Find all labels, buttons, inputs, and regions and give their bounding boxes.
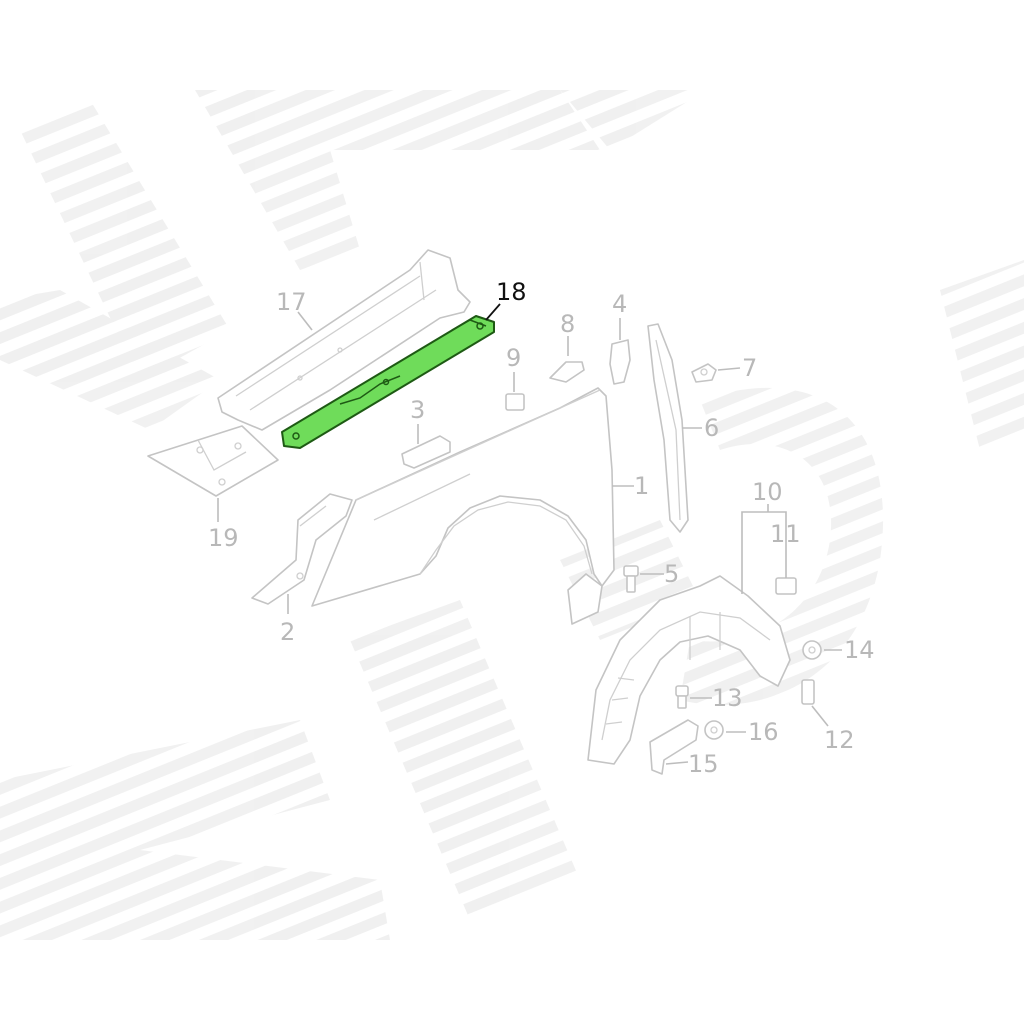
part-7-drawing[interactable]	[691, 363, 717, 383]
label-15[interactable]: 15	[688, 750, 719, 778]
part-8-drawing[interactable]	[549, 361, 585, 383]
part-1-drawing[interactable]	[311, 387, 615, 625]
watermark	[0, 90, 1024, 940]
part-18-drawing[interactable]	[281, 315, 495, 449]
label-19[interactable]: 19	[208, 524, 239, 552]
label-13[interactable]: 13	[712, 684, 743, 712]
label-5[interactable]: 5	[664, 560, 679, 588]
part-13-drawing[interactable]	[675, 685, 689, 709]
leader-15	[665, 761, 689, 765]
label-4[interactable]: 4	[612, 290, 627, 318]
part-2-drawing[interactable]	[251, 493, 353, 605]
label-6[interactable]: 6	[704, 414, 719, 442]
part-4-drawing[interactable]	[609, 339, 631, 385]
label-7[interactable]: 7	[742, 354, 757, 382]
part-3-drawing[interactable]	[401, 435, 451, 469]
label-17[interactable]: 17	[276, 288, 307, 316]
part-14-drawing[interactable]	[802, 640, 822, 660]
part-16-drawing[interactable]	[704, 720, 724, 740]
leader-12	[811, 705, 829, 727]
label-9[interactable]: 9	[506, 344, 521, 372]
label-14[interactable]: 14	[844, 636, 875, 664]
part-5-drawing[interactable]	[623, 565, 639, 593]
part-11-drawing[interactable]	[775, 577, 797, 595]
part-9-drawing[interactable]	[505, 393, 525, 411]
label-3[interactable]: 3	[410, 396, 425, 424]
part-15-drawing[interactable]	[649, 719, 699, 775]
part-17-drawing[interactable]	[217, 249, 471, 431]
leader-lines	[217, 303, 842, 765]
callout-labels: 17 18 19 2 3 1 8 9 4 6 7 5 10 11 14 12 1…	[208, 278, 875, 778]
label-8[interactable]: 8	[560, 310, 575, 338]
part-19-drawing[interactable]	[147, 425, 279, 497]
part-10-drawing[interactable]	[587, 575, 791, 765]
label-16[interactable]: 16	[748, 718, 779, 746]
label-12[interactable]: 12	[824, 726, 855, 754]
leader-18	[485, 303, 501, 321]
leader-7	[717, 367, 741, 371]
leader-17	[297, 311, 313, 331]
label-11[interactable]: 11	[770, 520, 801, 548]
label-10[interactable]: 10	[752, 478, 783, 506]
label-18[interactable]: 18	[496, 278, 527, 306]
label-1[interactable]: 1	[634, 472, 649, 500]
part-6-drawing[interactable]	[647, 323, 689, 533]
label-2[interactable]: 2	[280, 618, 295, 646]
part-12-drawing[interactable]	[801, 679, 815, 705]
leader-10	[741, 504, 787, 594]
